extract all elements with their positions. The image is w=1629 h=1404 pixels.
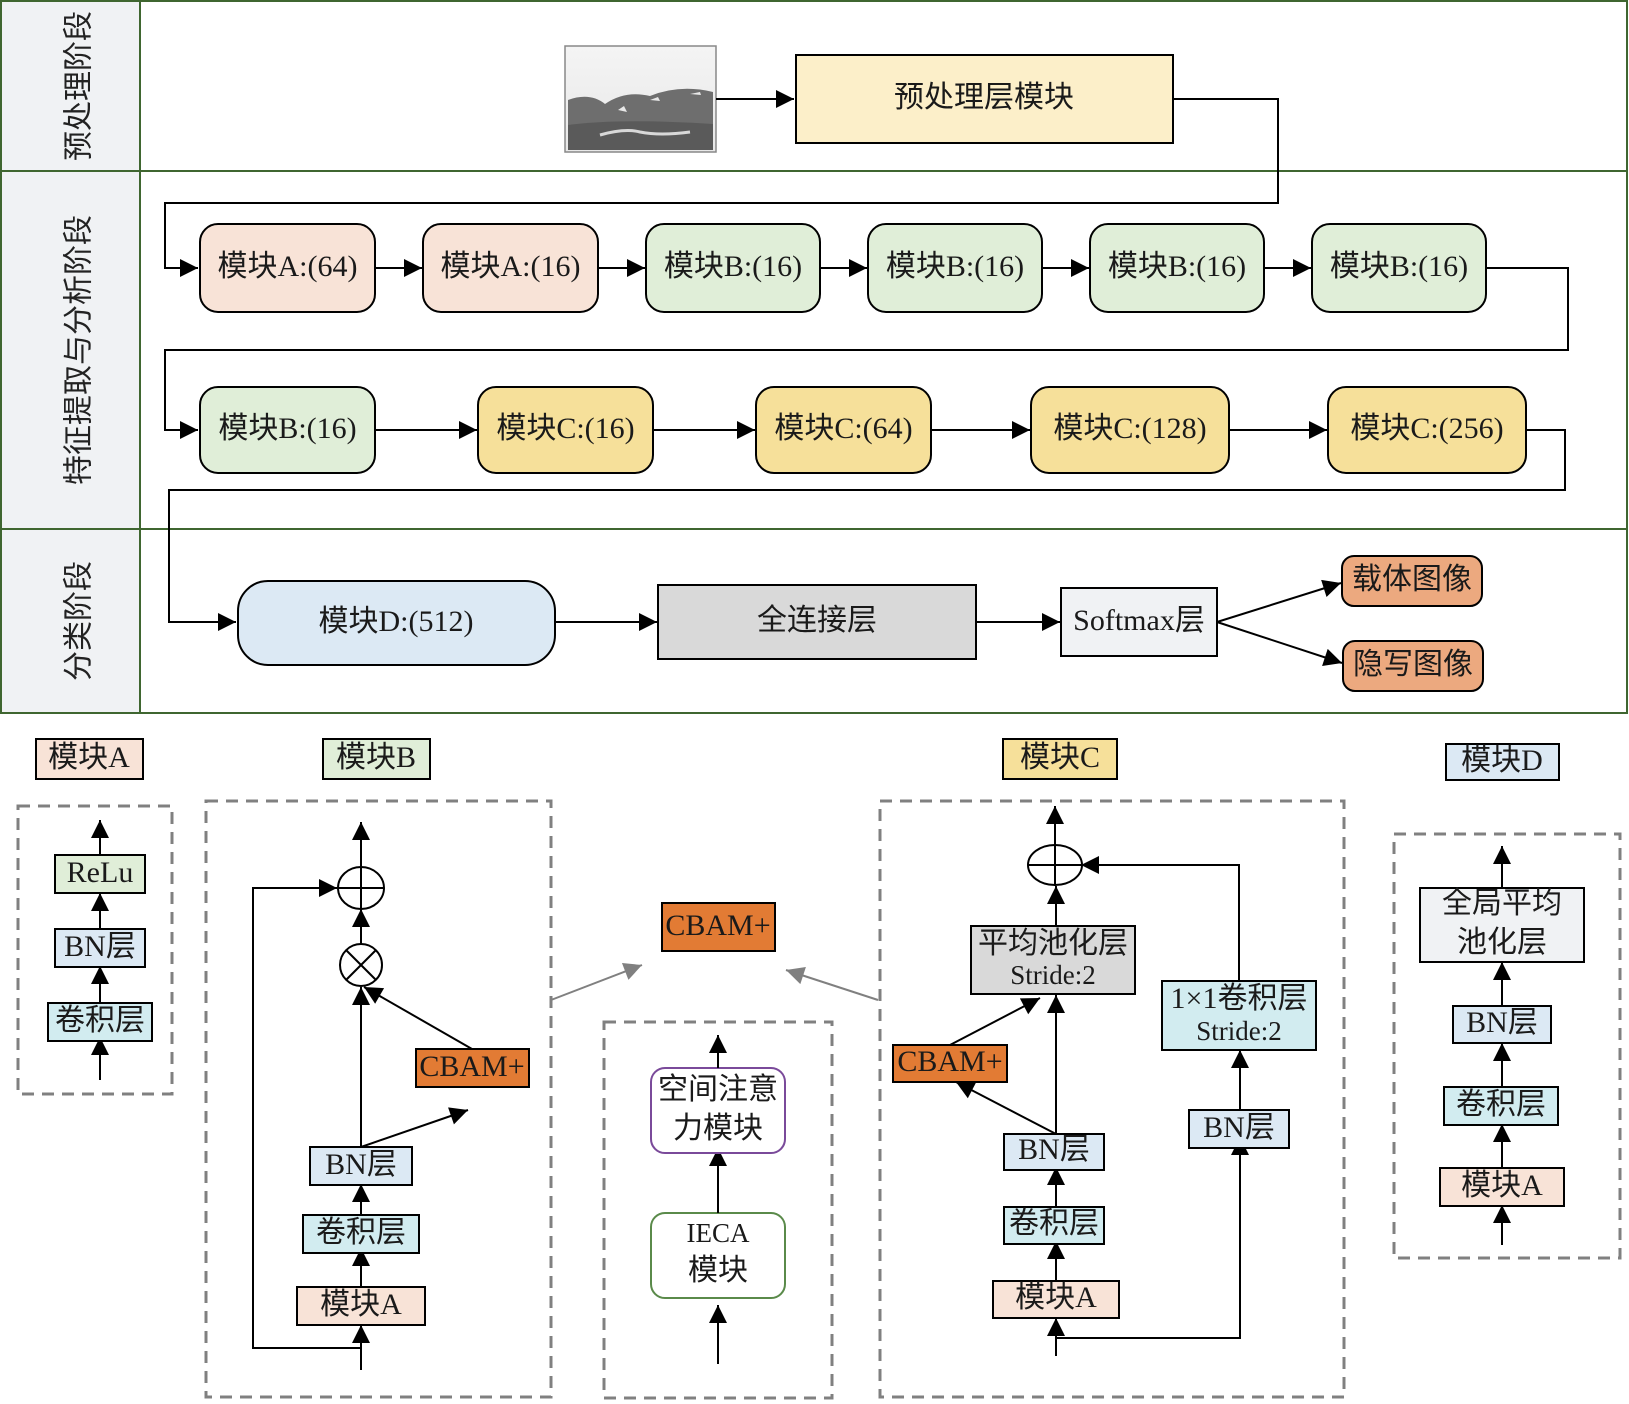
module-node-c: 模块C:(256) bbox=[1327, 386, 1527, 474]
arrow bbox=[1216, 621, 1343, 666]
output-stego-image: 隐写图像 bbox=[1342, 640, 1484, 692]
input-image bbox=[564, 45, 717, 153]
module-c-cbam: CBAM+ bbox=[897, 1045, 1002, 1078]
module-node-label: 模块B:(16) bbox=[886, 250, 1024, 283]
module-node-b: 模块B:(16) bbox=[1311, 223, 1487, 313]
module-node-label: 模块C:(16) bbox=[496, 412, 634, 445]
connector bbox=[164, 98, 1279, 277]
softmax-label: Softmax层 bbox=[1073, 604, 1205, 637]
module-node-label: 模块C:(128) bbox=[1053, 412, 1206, 445]
cbam-detail: CBAM+ IECA 模块 空间注意 力模块 bbox=[550, 902, 879, 1400]
module-node-b: 模块B:(16) bbox=[1089, 223, 1265, 313]
module-c-conv: 卷积层 bbox=[1009, 1207, 1099, 1240]
module-node-label: 模块B:(16) bbox=[218, 412, 356, 445]
module-b-detail: 模块B 模块A 卷积层 BN层 CBAM+ bbox=[204, 738, 553, 1399]
preprocess-module: 预处理层模块 bbox=[795, 54, 1174, 144]
module-node-label: 模块A:(16) bbox=[441, 250, 581, 283]
feature-row-1: 模块A:(64) 模块A:(16) 模块B:(16) 模块B:(16) 模块B:(16)… bbox=[199, 223, 1487, 313]
module-d-conv: 卷积层 bbox=[1456, 1088, 1546, 1121]
module-d-detail: 模块D 模块A 卷积层 BN层 全局平均 池化层 bbox=[1392, 743, 1622, 1260]
module-c-pool-line2: Stride:2 bbox=[1010, 960, 1096, 990]
module-a-relu: ReLu bbox=[67, 856, 134, 889]
module-c-conv1x1-line2: Stride:2 bbox=[1196, 1016, 1282, 1046]
module-a-bn: BN层 bbox=[64, 930, 136, 963]
spatial-line2: 力模块 bbox=[673, 1112, 763, 1145]
module-node-a: 模块A:(16) bbox=[422, 223, 599, 313]
module-node-label: 模块A:(64) bbox=[218, 250, 358, 283]
module-c-bn-side: BN层 bbox=[1203, 1111, 1275, 1144]
module-node-label: 模块B:(16) bbox=[664, 250, 802, 283]
feature-row-2: 模块B:(16) 模块C:(16) 模块C:(64) 模块C:(128) 模块C:(25… bbox=[199, 386, 1527, 474]
stage-label-classify: 分类阶段 bbox=[62, 561, 97, 681]
module-c-module-a: 模块A bbox=[1015, 1281, 1097, 1314]
stage-label-preprocess: 预处理阶段 bbox=[62, 11, 97, 161]
fc-label: 全连接层 bbox=[757, 604, 877, 637]
ieca-line2: 模块 bbox=[688, 1254, 748, 1287]
module-b-module-a: 模块A bbox=[320, 1288, 402, 1321]
module-d-gap-line2: 池化层 bbox=[1457, 926, 1547, 959]
module-b-conv: 卷积层 bbox=[316, 1216, 406, 1249]
preprocess-module-label: 预处理层模块 bbox=[894, 81, 1074, 114]
connector bbox=[164, 267, 1569, 439]
arrow bbox=[1216, 579, 1342, 623]
ieca-line1: IECA bbox=[687, 1218, 750, 1248]
module-a-detail: 模块A 卷积层 BN层 ReLu bbox=[16, 738, 174, 1096]
module-node-label: 模块B:(16) bbox=[1330, 250, 1468, 283]
cbam-title: CBAM+ bbox=[665, 909, 770, 942]
fully-connected-layer: 全连接层 bbox=[657, 584, 977, 660]
connector bbox=[168, 429, 1566, 631]
output-cover-label: 载体图像 bbox=[1352, 563, 1472, 596]
module-d-bn: BN层 bbox=[1466, 1006, 1538, 1039]
output-cover-image: 载体图像 bbox=[1341, 555, 1483, 607]
module-d-module-a: 模块A bbox=[1461, 1169, 1543, 1202]
module-node-b: 模块B:(16) bbox=[645, 223, 821, 313]
module-d-gap-line1: 全局平均 bbox=[1442, 887, 1562, 920]
module-d-label: 模块D:(512) bbox=[319, 605, 474, 638]
module-node-c: 模块C:(64) bbox=[755, 386, 932, 474]
module-a-conv: 卷积层 bbox=[55, 1004, 145, 1037]
module-b-cbam: CBAM+ bbox=[419, 1050, 524, 1083]
module-c-pool-line1: 平均池化层 bbox=[978, 927, 1128, 960]
module-node-b: 模块B:(16) bbox=[867, 223, 1043, 313]
module-node-c: 模块C:(16) bbox=[477, 386, 654, 474]
module-node-b: 模块B:(16) bbox=[199, 386, 376, 474]
module-d-title: 模块D bbox=[1461, 744, 1543, 777]
stage-label-feature: 特征提取与分析阶段 bbox=[62, 215, 97, 485]
module-b-bn: BN层 bbox=[325, 1148, 397, 1181]
softmax-layer: Softmax层 bbox=[1060, 587, 1218, 657]
module-c-title: 模块C bbox=[1020, 741, 1100, 774]
module-node-c: 模块C:(128) bbox=[1030, 386, 1230, 474]
module-d-node: 模块D:(512) bbox=[237, 580, 556, 666]
spatial-line1: 空间注意 bbox=[658, 1073, 778, 1106]
module-c-conv1x1-line1: 1×1卷积层 bbox=[1171, 982, 1308, 1015]
module-node-a: 模块A:(64) bbox=[199, 223, 376, 313]
module-b-title: 模块B bbox=[336, 741, 416, 774]
module-node-label: 模块C:(64) bbox=[774, 412, 912, 445]
module-c-bn: BN层 bbox=[1018, 1133, 1090, 1166]
module-a-title: 模块A bbox=[48, 741, 130, 774]
output-stego-label: 隐写图像 bbox=[1353, 648, 1473, 681]
module-node-label: 模块C:(256) bbox=[1350, 412, 1503, 445]
module-node-label: 模块B:(16) bbox=[1108, 250, 1246, 283]
module-c-detail: 模块C 模块A 卷积层 BN层 CBAM+ 平均池化层 Stride:2 BN层… bbox=[878, 738, 1346, 1399]
